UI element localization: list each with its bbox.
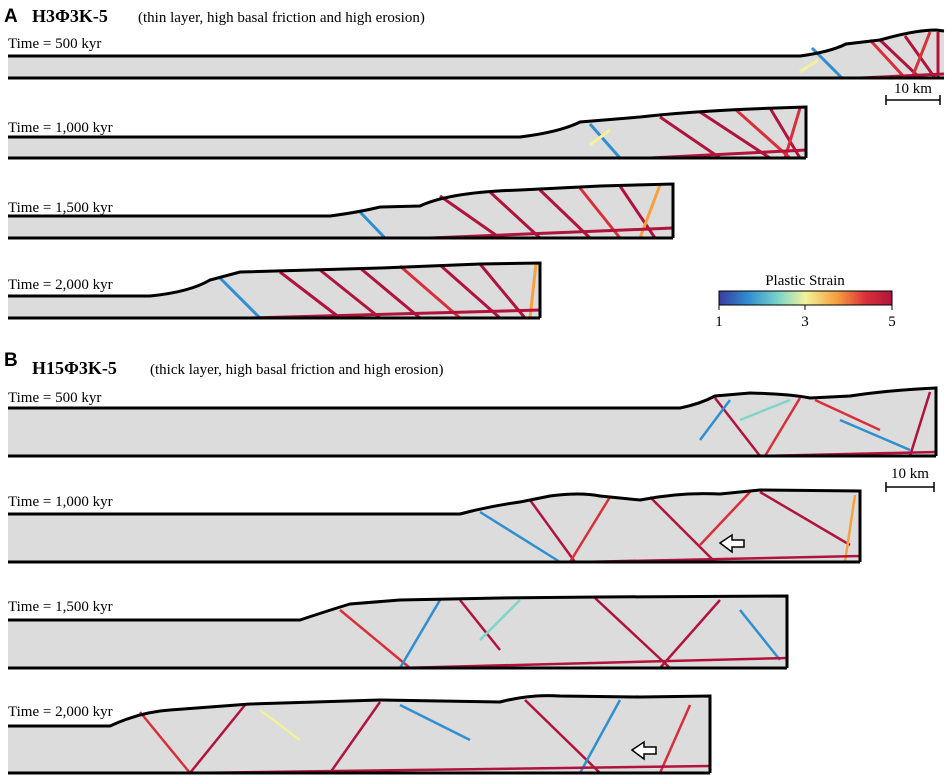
panel-a-description: (thin layer, high basal friction and hig… xyxy=(138,10,425,26)
panel-b-section-500: Time = 500 kyr xyxy=(8,386,938,458)
panel-a-scale-bar: 10 km xyxy=(885,81,941,105)
time-label: Time = 1,000 kyr xyxy=(8,120,113,136)
panel-b-letter: B xyxy=(4,350,18,371)
time-label: Time = 2,000 kyr xyxy=(8,704,113,720)
colorbar-tick: 1 xyxy=(715,314,723,330)
panel-a-section-1500: Time = 1,500 kyr xyxy=(8,182,675,240)
scale-bar-label: 10 km xyxy=(891,466,929,482)
arrow-icon xyxy=(630,740,657,761)
time-label: Time = 2,000 kyr xyxy=(8,277,113,293)
arrow-icon xyxy=(718,533,745,554)
panel-b-scale-bar: 10 km xyxy=(885,466,935,492)
time-label: Time = 1,500 kyr xyxy=(8,200,113,216)
colorbar-tick: 5 xyxy=(888,314,896,330)
colorbar-title: Plastic Strain xyxy=(765,273,845,289)
panel-b-section-1000: Time = 1,000 kyr xyxy=(8,488,862,564)
time-label: Time = 1,000 kyr xyxy=(8,494,113,510)
panel-b-section-1500: Time = 1,500 kyr xyxy=(8,594,789,670)
colorbar-tick: 3 xyxy=(801,314,809,330)
time-label: Time = 500 kyr xyxy=(8,390,101,406)
panel-a-section-1000: Time = 1,000 kyr xyxy=(8,105,808,160)
panel-b-model-name: H15Φ3K-5 xyxy=(32,358,117,378)
panel-a-section-2000: Time = 2,000 kyr xyxy=(8,261,542,320)
scale-bar-label: 10 km xyxy=(894,81,932,97)
colorbar: Plastic Strain 1 3 5 xyxy=(715,273,896,330)
panel-b-description: (thick layer, high basal friction and hi… xyxy=(150,362,443,378)
panel-a-model-name: H3Φ3K-5 xyxy=(32,6,108,26)
time-label: Time = 500 kyr xyxy=(8,36,101,52)
time-label: Time = 1,500 kyr xyxy=(8,599,113,615)
panel-b-section-2000: Time = 2,000 kyr xyxy=(8,694,712,775)
panel-a-section-500: Time = 500 kyr xyxy=(8,28,945,80)
panel-a-letter: A xyxy=(4,6,18,27)
